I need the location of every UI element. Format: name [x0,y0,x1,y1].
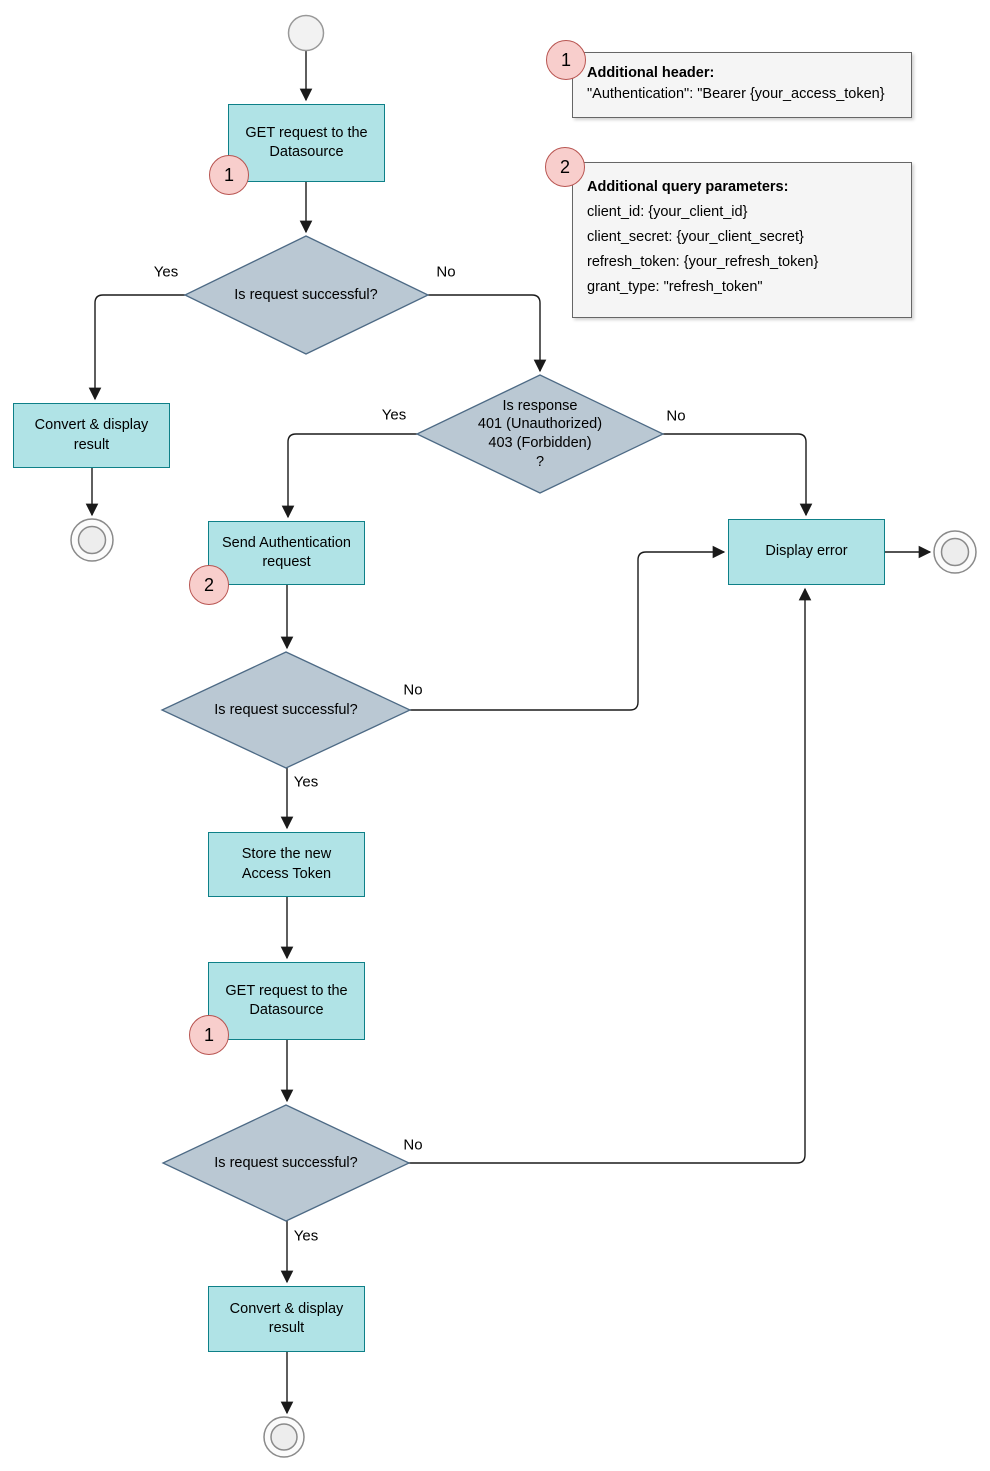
process-get-request-1: GET request to the Datasource [228,104,385,182]
edge-d2-yes-to-sendauth [281,433,417,519]
note-query-params-title: Additional query parameters: [587,179,789,195]
note-additional-header: Additional header: "Authentication": "Be… [572,52,912,118]
edge-label-d3-no: No [403,681,423,699]
edge-label-d4-yes: Yes [293,1227,319,1245]
badge-1-get1: 1 [209,155,249,195]
note-query-params-line-4: grant_type: "refresh_token" [587,279,763,295]
decision-is-request-successful-1 [183,235,430,355]
start-circle [287,14,325,52]
process-get-request-2: GET request to the Datasource [208,962,365,1040]
edge-d4-no-to-displayerror [408,587,812,1164]
note-query-params-line-1: client_id: {your_client_id} [587,204,748,220]
edge-d1-no-to-d2 [428,294,547,373]
process-convert-display-2: Convert & display result [208,1286,365,1352]
edge-label-d2-no: No [666,407,686,425]
decision-is-request-successful-2 [160,651,412,769]
edge-label-d4-no: No [403,1136,423,1154]
edge-label-d3-yes: Yes [293,773,319,791]
note-additional-header-line: "Authentication": "Bearer {your_access_t… [587,86,885,102]
badge-2-sendauth: 2 [189,565,229,605]
end-circle-2 [933,530,977,574]
badge-2-note: 2 [545,147,585,187]
edge-label-d2-yes: Yes [381,406,407,424]
note-additional-header-title: Additional header: [587,65,715,81]
process-convert-display-1: Convert & display result [13,403,170,468]
process-store-new-access-token: Store the new Access Token [208,832,365,897]
end-circle-1 [70,518,114,562]
badge-1-note: 1 [546,40,586,80]
decision-is-response-401-403 [415,374,665,494]
edge-label-d1-no: No [436,263,456,281]
edge-d3-no-to-displayerror [410,545,726,711]
process-send-authentication-request: Send Authentication request [208,521,365,585]
note-query-params-line-3: refresh_token: {your_refresh_token} [587,254,819,270]
process-display-error: Display error [728,519,885,585]
note-additional-query-parameters: Additional query parameters: client_id: … [572,162,912,318]
end-circle-3 [263,1416,305,1458]
edge-label-d1-yes: Yes [153,263,179,281]
edge-d2-no-to-displayerror [663,433,813,517]
note-query-params-line-2: client_secret: {your_client_secret} [587,229,804,245]
decision-is-request-successful-3 [161,1104,411,1222]
edge-d1-yes-to-convert1 [88,294,185,401]
badge-1-get2: 1 [189,1015,229,1055]
